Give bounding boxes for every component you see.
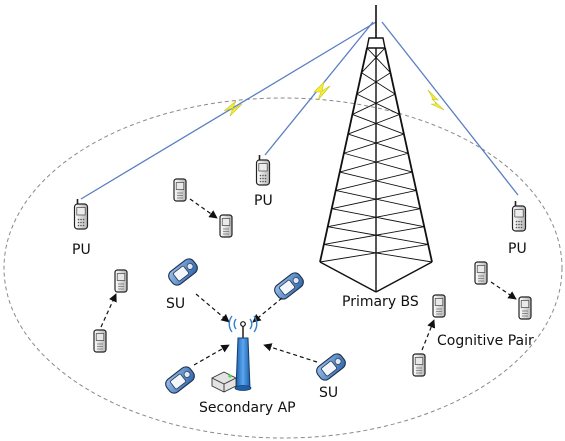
tower-brace (366, 47, 391, 74)
tower-brace (347, 133, 409, 154)
tower-brace (356, 72, 391, 95)
phone-icon (474, 261, 488, 285)
tower-brace (343, 133, 405, 154)
d2d-arrow (100, 293, 117, 328)
tower-brace (361, 72, 396, 95)
cognitive-pair-label: Cognitive Pair (437, 333, 534, 349)
primary-links (80, 21, 519, 200)
d2d-arrow (189, 198, 218, 219)
phone-icon (93, 329, 107, 353)
primary-bs-tower (319, 5, 433, 293)
pu-phone-left-icon (73, 198, 89, 230)
tower-brace (331, 208, 425, 228)
phone-icon (219, 214, 233, 238)
bolt-icon (313, 81, 331, 101)
tower-brace (352, 114, 405, 135)
tower-brace (361, 47, 386, 74)
phone-icon (518, 296, 532, 320)
tower-brace (352, 93, 396, 115)
cell-boundary (3, 97, 563, 439)
tower-brace (356, 93, 400, 115)
pu-phone-right-icon (511, 200, 527, 232)
tower-brace (323, 226, 425, 245)
su-upper-label: SU (166, 296, 186, 312)
tower-brace (339, 152, 409, 173)
tower-brace (339, 171, 417, 191)
secondary-ap-icon (211, 315, 258, 393)
tower-brace (347, 114, 400, 135)
pu-right-label: PU (508, 241, 527, 257)
tower-brace (327, 208, 421, 228)
tower-brace (335, 171, 413, 191)
phone-icon (173, 178, 187, 202)
su-device-lower-left-icon (162, 363, 198, 397)
tower-brace (335, 190, 421, 210)
su-device-upper-left-icon (165, 255, 201, 289)
phone-icon (432, 294, 446, 318)
su-device-upper-right-icon (271, 269, 307, 303)
tower-brace (319, 243, 429, 263)
tower-brace (323, 243, 433, 263)
primary-bs-label: Primary BS (342, 294, 419, 310)
tower-brace (343, 152, 413, 173)
wireless-bolts (223, 81, 445, 117)
pu-center-label: PU (254, 193, 273, 209)
bolt-icon (223, 100, 243, 117)
tower-brace (331, 190, 417, 210)
d2d-arrow (490, 281, 517, 300)
pu-phone-center-icon (255, 154, 271, 186)
phone-icon (412, 353, 426, 377)
su-device-lower-right-icon (313, 350, 349, 384)
phone-icon (114, 269, 128, 293)
pu-left-label: PU (72, 242, 91, 258)
d2d-arrow (421, 319, 436, 351)
secondary-ap-label: Secondary AP (199, 400, 296, 416)
su-to-ap-arrows (193, 293, 318, 366)
tower-brace (327, 226, 429, 245)
su-lower-label: SU (319, 385, 339, 401)
bolt-icon (427, 89, 445, 111)
link-to-pu-right (381, 21, 519, 196)
link-to-pu-left (80, 21, 377, 200)
